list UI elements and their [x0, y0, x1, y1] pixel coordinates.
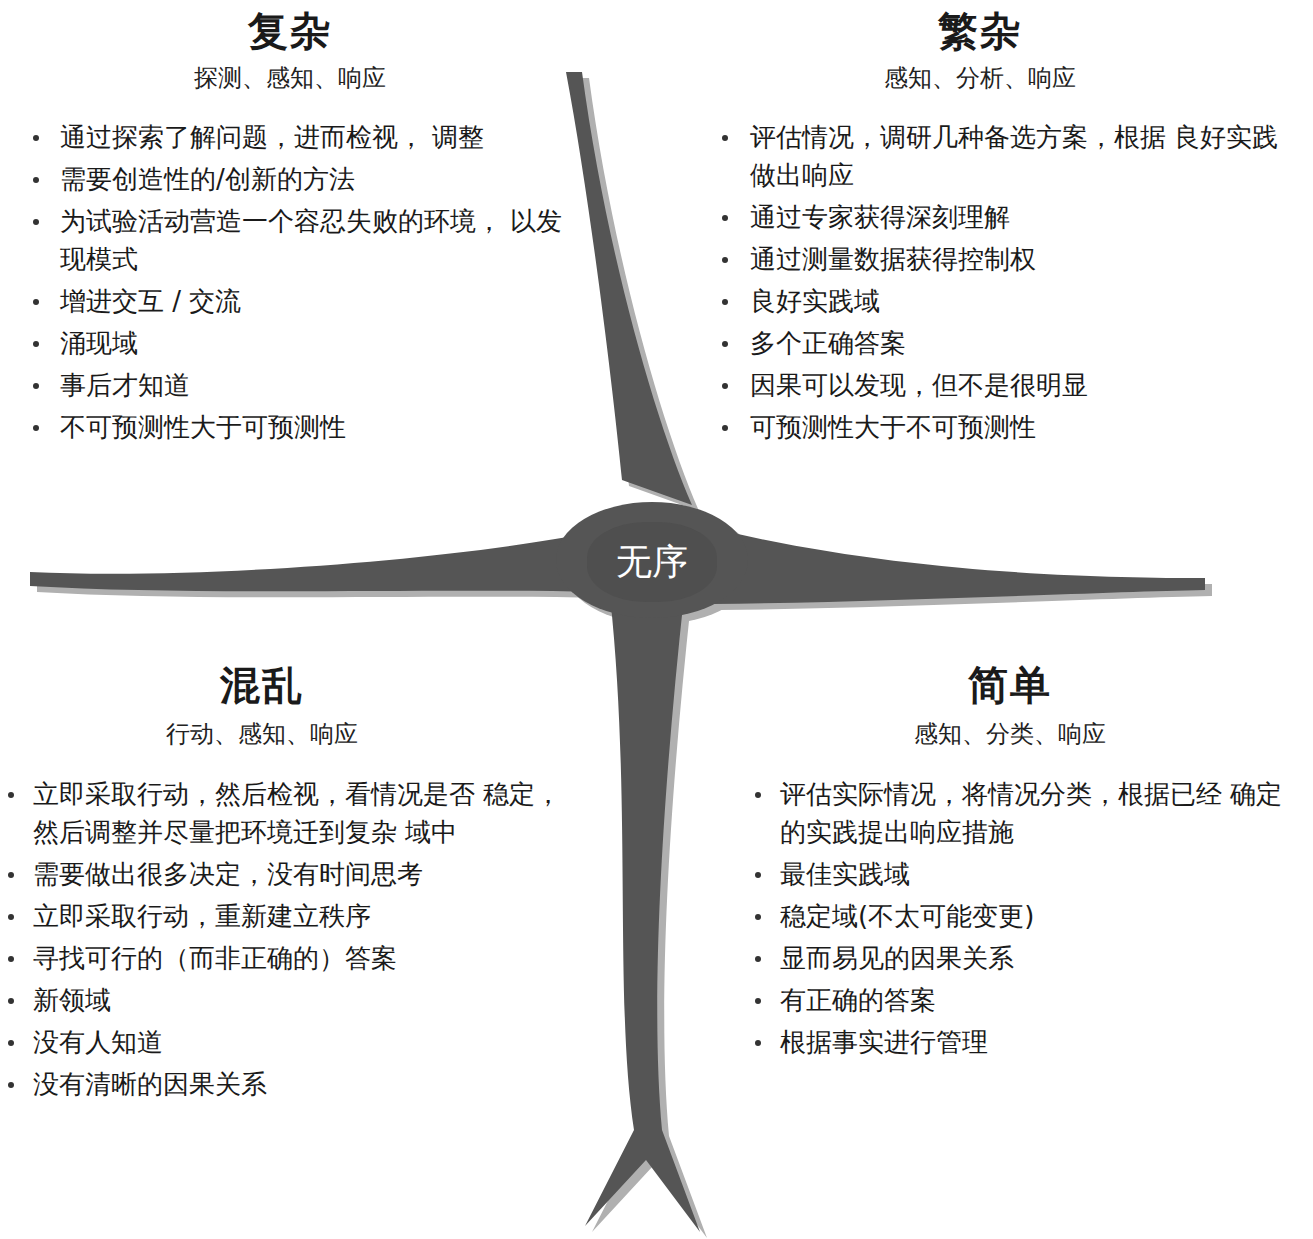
bullet-text: 增进交互 / 交流 [60, 282, 565, 320]
bullet-item: 可预测性大于不可预测性 [750, 408, 1295, 446]
bullet-item: 评估实际情况，将情况分类，根据已经 确定的实践提出响应措施 [780, 775, 1300, 851]
bullet-item: 立即采取行动，重新建立秩序 [33, 897, 573, 935]
bullet-list: 评估情况，调研几种备选方案，根据 良好实践做出响应通过专家获得深刻理解通过测量数… [750, 118, 1295, 450]
bullet-text: 显而易见的因果关系 [780, 939, 1300, 977]
bullet-item: 立即采取行动，然后检视，看情况是否 稳定，然后调整并尽量把环境迁到复杂 域中 [33, 775, 573, 851]
bullet-text: 多个正确答案 [750, 324, 1295, 362]
bullet-dot [722, 341, 728, 347]
bullet-list: 立即采取行动，然后检视，看情况是否 稳定，然后调整并尽量把环境迁到复杂 域中需要… [33, 775, 573, 1107]
bullet-item: 因果可以发现，但不是很明显 [750, 366, 1295, 404]
bullet-dot [722, 215, 728, 221]
domain-label: 无序 [616, 538, 688, 587]
bullet-item: 事后才知道 [60, 366, 565, 404]
bullet-item: 有正确的答案 [780, 981, 1300, 1019]
bullet-text: 稳定域(不太可能变更) [780, 897, 1300, 935]
bullet-dot [33, 299, 39, 305]
bullet-list: 评估实际情况，将情况分类，根据已经 确定的实践提出响应措施最佳实践域稳定域(不太… [780, 775, 1300, 1065]
bullet-dot [8, 956, 14, 962]
bullet-dot [33, 135, 39, 141]
bullet-text: 寻找可行的（而非正确的）答案 [33, 939, 573, 977]
bullet-dot [8, 792, 14, 798]
bullet-dot [755, 998, 761, 1004]
bullet-item: 为试验活动营造一个容忍失败的环境， 以发现模式 [60, 202, 565, 278]
bullet-text: 不可预测性大于可预测性 [60, 408, 565, 446]
bullet-dot [33, 341, 39, 347]
bullet-dot [755, 914, 761, 920]
bullet-text: 需要创造性的/创新的方法 [60, 160, 565, 198]
bullet-dot [722, 257, 728, 263]
quadrant-title: 繁杂 [938, 4, 1022, 59]
bullet-item: 涌现域 [60, 324, 565, 362]
quadrant-subtitle: 行动、感知、响应 [166, 718, 358, 750]
bullet-text: 有正确的答案 [780, 981, 1300, 1019]
bullet-item: 没有清晰的因果关系 [33, 1065, 573, 1103]
bullet-list: 通过探索了解问题，进而检视， 调整需要创造性的/创新的方法为试验活动营造一个容忍… [60, 118, 565, 450]
bullet-item: 通过探索了解问题，进而检视， 调整 [60, 118, 565, 156]
bullet-item: 稳定域(不太可能变更) [780, 897, 1300, 935]
bullet-item: 寻找可行的（而非正确的）答案 [33, 939, 573, 977]
bullet-text: 需要做出很多决定，没有时间思考 [33, 855, 573, 893]
bullet-item: 增进交互 / 交流 [60, 282, 565, 320]
bullet-dot [755, 792, 761, 798]
bullet-dot [33, 219, 39, 225]
bullet-item: 通过专家获得深刻理解 [750, 198, 1295, 236]
bullet-item: 需要创造性的/创新的方法 [60, 160, 565, 198]
bullet-text: 事后才知道 [60, 366, 565, 404]
quadrant-title: 简单 [968, 658, 1052, 713]
bullet-text: 新领域 [33, 981, 573, 1019]
bullet-text: 通过探索了解问题，进而检视， 调整 [60, 118, 565, 156]
bullet-text: 根据事实进行管理 [780, 1023, 1300, 1061]
bullet-dot [8, 914, 14, 920]
bullet-text: 可预测性大于不可预测性 [750, 408, 1295, 446]
bullet-item: 新领域 [33, 981, 573, 1019]
bullet-text: 没有人知道 [33, 1023, 573, 1061]
bullet-item: 最佳实践域 [780, 855, 1300, 893]
quadrant-subtitle: 感知、分类、响应 [914, 718, 1106, 750]
bullet-item: 需要做出很多决定，没有时间思考 [33, 855, 573, 893]
bullet-dot [8, 872, 14, 878]
bullet-text: 通过测量数据获得控制权 [750, 240, 1295, 278]
bullet-text: 最佳实践域 [780, 855, 1300, 893]
bullet-text: 良好实践域 [750, 282, 1295, 320]
bullet-text: 评估情况，调研几种备选方案，根据 良好实践做出响应 [750, 118, 1295, 194]
quadrant-title: 复杂 [248, 4, 332, 59]
bullet-text: 立即采取行动，重新建立秩序 [33, 897, 573, 935]
bullet-dot [33, 425, 39, 431]
bullet-dot [33, 177, 39, 183]
bullet-dot [722, 135, 728, 141]
bullet-text: 为试验活动营造一个容忍失败的环境， 以发现模式 [60, 202, 565, 278]
quadrant-subtitle: 感知、分析、响应 [884, 62, 1076, 94]
bullet-item: 显而易见的因果关系 [780, 939, 1300, 977]
bullet-item: 良好实践域 [750, 282, 1295, 320]
bullet-dot [33, 383, 39, 389]
bullet-text: 通过专家获得深刻理解 [750, 198, 1295, 236]
bullet-text: 立即采取行动，然后检视，看情况是否 稳定，然后调整并尽量把环境迁到复杂 域中 [33, 775, 573, 851]
bullet-dot [755, 872, 761, 878]
bullet-dot [755, 1040, 761, 1046]
bullet-item: 没有人知道 [33, 1023, 573, 1061]
bullet-dot [8, 998, 14, 1004]
bullet-dot [8, 1040, 14, 1046]
bullet-text: 没有清晰的因果关系 [33, 1065, 573, 1103]
bullet-dot [8, 1082, 14, 1088]
bullet-dot [755, 956, 761, 962]
bullet-text: 涌现域 [60, 324, 565, 362]
bullet-item: 根据事实进行管理 [780, 1023, 1300, 1061]
bullet-dot [722, 383, 728, 389]
bullet-item: 评估情况，调研几种备选方案，根据 良好实践做出响应 [750, 118, 1295, 194]
bullet-item: 不可预测性大于可预测性 [60, 408, 565, 446]
quadrant-subtitle: 探测、感知、响应 [194, 62, 386, 94]
center-domain: 无序 [587, 522, 717, 602]
quadrant-title: 混乱 [220, 658, 304, 713]
bullet-text: 评估实际情况，将情况分类，根据已经 确定的实践提出响应措施 [780, 775, 1300, 851]
bullet-item: 通过测量数据获得控制权 [750, 240, 1295, 278]
bullet-item: 多个正确答案 [750, 324, 1295, 362]
bullet-dot [722, 425, 728, 431]
bullet-dot [722, 299, 728, 305]
bullet-text: 因果可以发现，但不是很明显 [750, 366, 1295, 404]
